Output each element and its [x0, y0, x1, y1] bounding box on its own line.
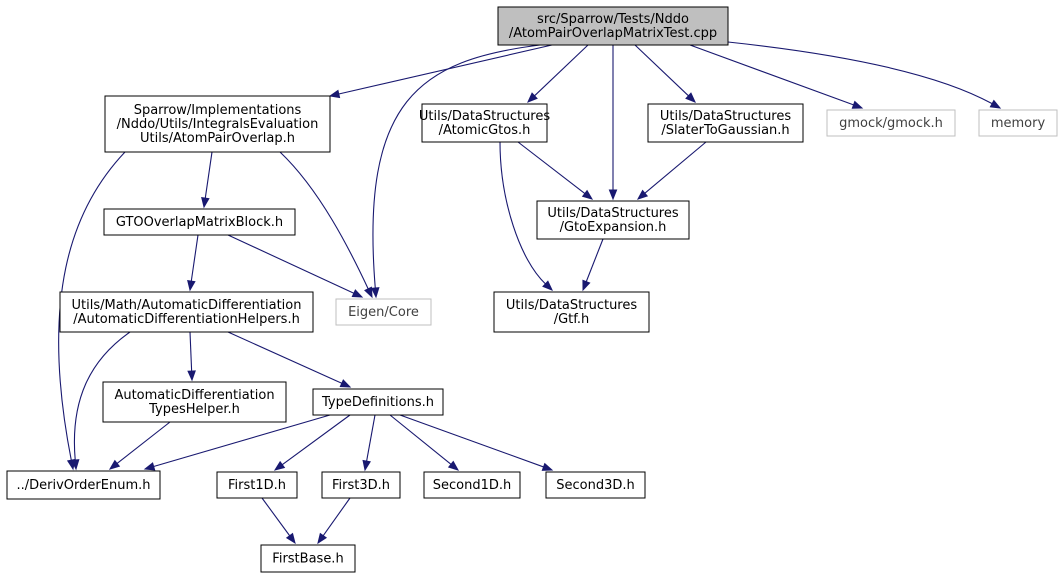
edge-typedefs-to-second3d [399, 414, 554, 471]
memory-node-box [978, 109, 1058, 137]
first1d-node[interactable]: First1D.h [216, 471, 298, 499]
edge-gtoblock-to-eigen [227, 234, 364, 298]
gtf-node[interactable]: Utils/DataStructures/Gtf.h [493, 291, 650, 333]
edge-root-to-slater [634, 44, 696, 103]
edge-first1d-to-firstbase [261, 497, 296, 545]
second3d-node[interactable]: Second3D.h [545, 471, 646, 499]
automatic-differentiation-helpers-node-box [59, 291, 314, 333]
eigen-core-node: Eigen/Core [335, 298, 432, 326]
edge-adhelpers-to-deriv [70, 331, 131, 471]
edges-layer [58, 41, 1002, 545]
gtf-node-label-line-1: Utils/DataStructures [506, 298, 638, 313]
slater-to-gaussian-node-box [647, 103, 804, 143]
first3d-node-box [321, 471, 401, 499]
gto-overlap-matrix-block-node-label-line-1: GTOOverlapMatrixBlock.h [116, 215, 283, 230]
atomic-gtos-node[interactable]: Utils/DataStructures/AtomicGtos.h [419, 103, 551, 143]
first1d-node-box [216, 471, 298, 499]
deriv-order-enum-node-label-line-1: ../DerivOrderEnum.h [17, 478, 151, 493]
atom-pair-overlap-node-label-line-3: Utils/AtomPairOverlap.h [140, 131, 295, 146]
edge-overlap-to-eigen [279, 151, 373, 299]
edge-typedefs-to-first3d [362, 414, 376, 472]
edge-atomicgtos-to-gtoexp [517, 141, 594, 200]
automatic-differentiation-types-helper-node-label-line-1: AutomaticDifferentiation [114, 388, 274, 403]
memory-node-label-line-1: memory [991, 116, 1046, 131]
second1d-node[interactable]: Second1D.h [423, 471, 521, 499]
nodes-layer: src/Sparrow/Tests/Nddo/AtomPairOverlapMa… [6, 6, 1058, 573]
atomic-gtos-node-box [421, 103, 548, 143]
deriv-order-enum-node-box [6, 470, 161, 500]
first-base-node-label-line-1: FirstBase.h [272, 552, 343, 567]
atomic-gtos-node-label-line-1: Utils/DataStructures [419, 109, 551, 124]
first1d-node-label-line-1: First1D.h [228, 478, 286, 493]
second3d-node-box [545, 471, 646, 499]
edge-overlap-to-gtoblock [201, 151, 213, 209]
second1d-node-box [423, 471, 521, 499]
slater-to-gaussian-node[interactable]: Utils/DataStructures/SlaterToGaussian.h [647, 103, 804, 143]
gto-expansion-node-label-line-1: Utils/DataStructures [547, 206, 679, 221]
gto-overlap-matrix-block-node[interactable]: GTOOverlapMatrixBlock.h [103, 208, 296, 236]
slater-to-gaussian-node-label-line-1: Utils/DataStructures [660, 109, 792, 124]
edge-root-to-atomicgtos [527, 44, 589, 103]
gtf-node-label-line-2: /Gtf.h [554, 312, 590, 327]
second3d-node-label-line-1: Second3D.h [556, 478, 635, 493]
second1d-node-label-line-1: Second1D.h [433, 478, 512, 493]
automatic-differentiation-helpers-node-label-line-1: Utils/Math/AutomaticDifferentiation [71, 298, 301, 313]
atom-pair-overlap-node[interactable]: Sparrow/Implementations/Nddo/Utils/Integ… [104, 95, 331, 153]
gmock-node-label-line-1: gmock/gmock.h [839, 116, 943, 131]
automatic-differentiation-types-helper-node-box [102, 381, 287, 423]
edge-gtoexp-to-gtf [582, 238, 604, 292]
type-definitions-node-box [312, 388, 444, 416]
edge-root-to-eigen [370, 44, 541, 299]
edge-root-to-overlap [328, 44, 553, 99]
edge-gtoblock-to-adhelpers [187, 234, 199, 292]
edge-root-to-gtoexp [608, 45, 618, 201]
type-definitions-node[interactable]: TypeDefinitions.h [312, 388, 444, 416]
edge-atomicgtos-to-gtf [499, 141, 553, 291]
slater-to-gaussian-node-label-line-2: /SlaterToGaussian.h [661, 123, 789, 138]
root-node-label-line-2: /AtomPairOverlapMatrixTest.cpp [509, 26, 717, 41]
deriv-order-enum-node[interactable]: ../DerivOrderEnum.h [6, 470, 161, 500]
gto-expansion-node-label-line-2: /GtoExpansion.h [560, 220, 667, 235]
edge-adhelpers-to-typedefs [227, 331, 352, 388]
root-node-box [497, 6, 729, 46]
atomic-gtos-node-label-line-2: /AtomicGtos.h [439, 123, 531, 138]
gto-expansion-node-box [536, 200, 690, 240]
automatic-differentiation-helpers-node-label-line-2: /AutomaticDifferentiationHelpers.h [73, 312, 300, 327]
root-node-label-line-1: src/Sparrow/Tests/Nddo [537, 12, 689, 27]
automatic-differentiation-types-helper-node-label-line-2: TypesHelper.h [148, 402, 240, 417]
edge-typedefs-to-first1d [273, 414, 351, 471]
edge-root-to-gmock [689, 44, 864, 109]
memory-node: memory [978, 109, 1058, 137]
atom-pair-overlap-node-box [104, 95, 331, 153]
atom-pair-overlap-node-label-line-1: Sparrow/Implementations [134, 103, 302, 118]
eigen-core-node-label-line-1: Eigen/Core [348, 305, 419, 320]
automatic-differentiation-helpers-node[interactable]: Utils/Math/AutomaticDifferentiation/Auto… [59, 291, 314, 333]
root-node[interactable]: src/Sparrow/Tests/Nddo/AtomPairOverlapMa… [497, 6, 729, 46]
gto-overlap-matrix-block-node-box [103, 208, 296, 236]
edge-adhelpers-to-adtypes [187, 331, 196, 382]
atom-pair-overlap-node-label-line-2: /Nddo/Utils/IntegralsEvaluation [117, 117, 319, 132]
edge-typedefs-to-second1d [389, 414, 460, 471]
gmock-node-box [826, 109, 956, 137]
eigen-core-node-box [335, 298, 432, 326]
gtf-node-box [493, 291, 650, 333]
first-base-node[interactable]: FirstBase.h [260, 544, 356, 573]
type-definitions-node-label-line-1: TypeDefinitions.h [321, 395, 434, 410]
first3d-node-label-line-1: First3D.h [332, 478, 390, 493]
first-base-node-box [260, 544, 356, 573]
gmock-node: gmock/gmock.h [826, 109, 956, 137]
edge-root-to-memory [727, 41, 1002, 109]
first3d-node[interactable]: First3D.h [321, 471, 401, 499]
edge-adtypes-to-deriv [108, 421, 171, 470]
edge-first3d-to-firstbase [317, 497, 351, 545]
gto-expansion-node[interactable]: Utils/DataStructures/GtoExpansion.h [536, 200, 690, 240]
edge-typedefs-to-deriv [143, 414, 331, 471]
edge-slater-to-gtoexp [636, 141, 707, 200]
